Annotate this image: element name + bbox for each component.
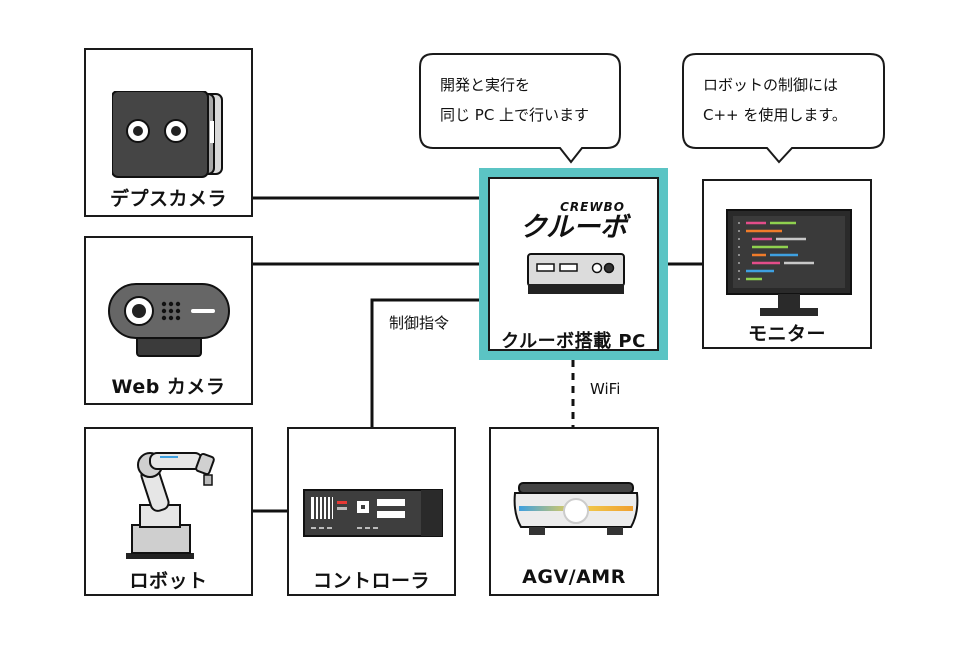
control-command-label: 制御指令 <box>389 314 450 332</box>
depth-camera-label: デプスカメラ <box>109 188 227 210</box>
agv-label: AGV/AMR <box>522 566 626 588</box>
depth-camera-node: デプスカメラ <box>84 48 253 217</box>
agv-icon <box>513 482 639 535</box>
speech-bubble-2 <box>682 53 885 164</box>
speech-bubble-1 <box>419 53 621 164</box>
web-camera-icon <box>108 283 230 357</box>
robot-arm-icon <box>126 452 215 559</box>
mini-pc-icon <box>527 253 625 294</box>
bubble-2-text: ロボットの制御には C++ を使用します。 <box>703 70 847 130</box>
monitor-node: モニター <box>702 179 872 349</box>
web-camera-label: Web カメラ <box>111 376 226 398</box>
crewbo-logo: CREWBO クルーボ <box>490 201 657 243</box>
bubble-2-line-2: C++ を使用します。 <box>703 106 847 124</box>
controller-icon <box>303 489 443 537</box>
crewbo-pc-label: クルーボ搭載 PC <box>501 331 646 352</box>
crewbo-logo-sub: CREWBO <box>560 200 625 214</box>
monitor-label: モニター <box>747 323 826 345</box>
crewbo-pc-node-frame: CREWBO クルーボ クルーボ搭載 PC <box>479 168 668 360</box>
monitor-icon <box>726 209 852 316</box>
crewbo-logo-main: クルーボ <box>519 212 628 243</box>
bubble-1-text: 開発と実行を 同じ PC 上で行います <box>440 70 589 130</box>
bubble-2-line-1: ロボットの制御には <box>703 76 839 94</box>
agv-node: AGV/AMR <box>489 427 659 596</box>
controller-label: コントローラ <box>312 570 430 592</box>
edge-controller-pc <box>370 298 489 427</box>
robot-label: ロボット <box>129 570 208 592</box>
robot-node: ロボット <box>84 427 253 596</box>
wifi-label: WiFi <box>590 380 621 398</box>
web-camera-node: Web カメラ <box>84 236 253 405</box>
crewbo-pc-node: CREWBO クルーボ クルーボ搭載 PC <box>488 177 659 352</box>
bubble-1-line-1: 開発と実行を <box>440 76 531 94</box>
depth-camera-icon <box>112 91 223 178</box>
bubble-1-line-2: 同じ PC 上で行います <box>440 106 590 124</box>
controller-node: コントローラ <box>287 427 456 596</box>
